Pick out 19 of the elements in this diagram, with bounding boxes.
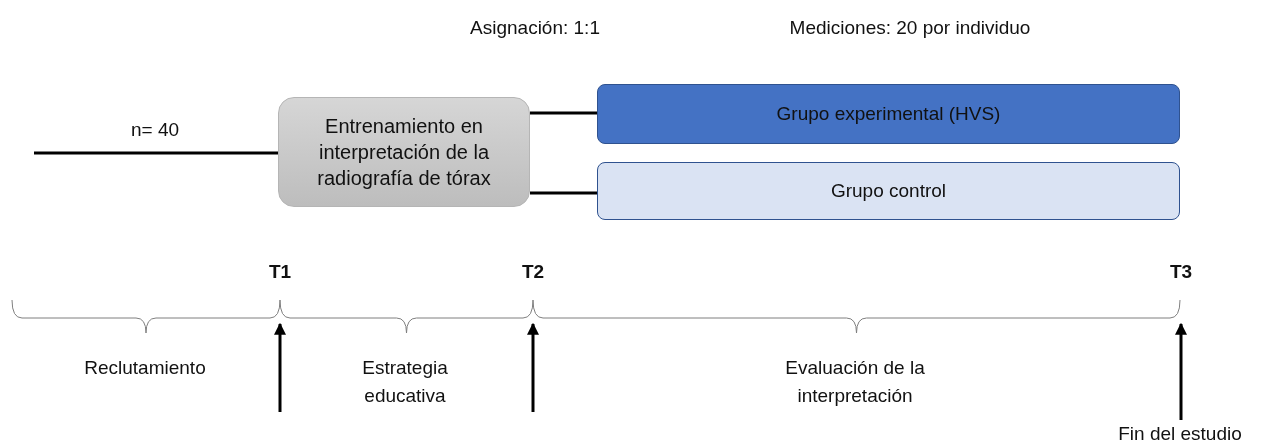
phase-label: Evaluación de la interpretación [784, 356, 926, 408]
phase-label: Estrategia educativa [361, 356, 449, 408]
connector-line [530, 191, 597, 195]
arrow [527, 322, 539, 412]
end-label: Fin del estudio [1100, 420, 1260, 446]
edge-label: n= 40 [129, 118, 181, 142]
arrow [1175, 322, 1187, 420]
time-point-label: T2 [515, 258, 551, 284]
connector-line [530, 111, 597, 115]
group-bar: Grupo control [597, 162, 1180, 220]
assignment-note: Asignación: 1:1 [469, 16, 601, 40]
measurement-note: Mediciones: 20 por individuo [788, 16, 1032, 40]
time-point-label: T1 [262, 258, 298, 284]
group-bar: Grupo experimental (HVS) [597, 84, 1180, 144]
time-point-label: T3 [1163, 258, 1199, 284]
arrow [274, 322, 286, 412]
process-box: Entrenamiento en interpretación de la radiografía de tórax [278, 97, 530, 207]
connector-line [34, 151, 278, 155]
phase-label: Reclutamiento [83, 356, 207, 380]
